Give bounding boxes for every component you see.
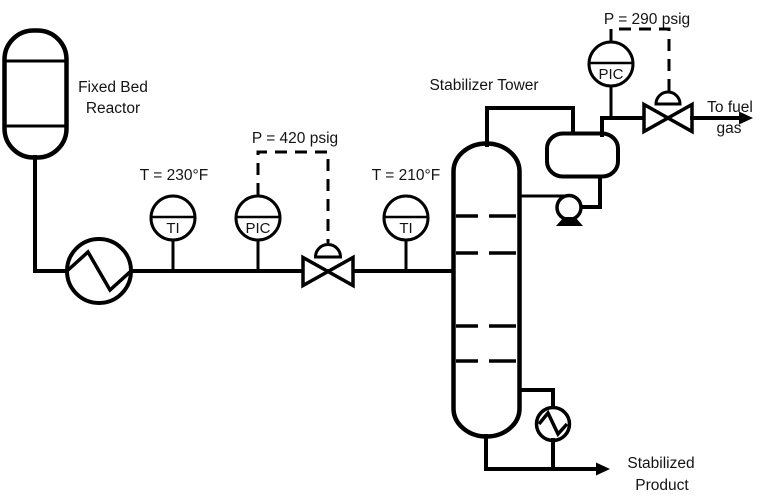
pic2-signal-line xyxy=(609,27,671,92)
ti1-annotation: T = 230°F xyxy=(140,167,208,184)
reactor-label-line2: Reactor xyxy=(86,100,140,117)
drum-bottom-line xyxy=(579,175,602,209)
reflux-drum-vessel xyxy=(545,131,620,179)
product-arrowhead-icon xyxy=(596,462,610,476)
ti2-tag: TI xyxy=(399,220,412,237)
reflux-pump-icon xyxy=(555,193,583,222)
ti2-annotation: T = 210°F xyxy=(372,167,440,184)
product-label-line1: Stabilized xyxy=(627,455,694,472)
stabilizer-tower-vessel xyxy=(451,141,522,439)
fixed-bed-reactor-vessel xyxy=(2,28,69,160)
drum-vapor-line xyxy=(600,116,646,137)
reboiler-feed-line xyxy=(518,388,555,411)
tower-overhead-line xyxy=(485,106,575,147)
fuel-gas-label-line2: gas xyxy=(717,120,742,137)
valve2-right-triangle xyxy=(664,101,694,135)
reboiler-zigzag xyxy=(537,409,569,438)
pic1-tag: PIC xyxy=(245,220,270,237)
reactor-label-line1: Fixed Bed xyxy=(78,79,148,96)
valve1-right-triangle xyxy=(324,254,355,289)
pic2-tag: PIC xyxy=(598,66,623,83)
valve1-actuator-icon xyxy=(313,243,343,259)
tower-trays xyxy=(456,214,516,363)
reactor-outlet-line xyxy=(33,155,69,273)
fuel-gas-arrowhead-icon xyxy=(739,111,753,125)
product-label-line2: Product xyxy=(635,477,689,494)
ti1-tag: TI xyxy=(166,220,179,237)
product-line xyxy=(484,434,599,471)
pump-base-icon xyxy=(556,217,583,226)
pic1-signal-line xyxy=(256,150,330,243)
valve2-actuator-icon xyxy=(654,90,682,106)
valve2-left-triangle xyxy=(642,101,672,135)
pic2-annotation: P = 290 psig xyxy=(604,11,690,28)
pic1-annotation: P = 420 psig xyxy=(252,130,338,147)
valve1-left-triangle xyxy=(301,254,332,289)
tower-label: Stabilizer Tower xyxy=(429,77,538,94)
heat-exchanger-zigzag xyxy=(65,249,133,293)
fuel-gas-label-line1: To fuel xyxy=(707,99,753,116)
